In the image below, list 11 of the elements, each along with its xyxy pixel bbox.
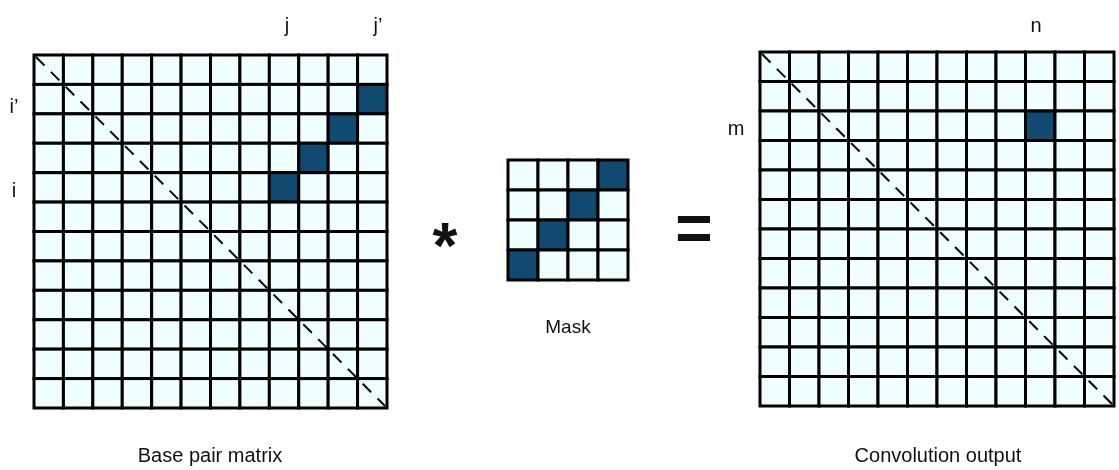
index-label: j’ [373,15,383,35]
index-label: m [727,118,745,138]
index-label: i [11,180,17,200]
caption: Convolution output [854,445,1022,465]
caption: Mask [545,316,591,336]
operator-symbol: * [432,214,458,278]
caption: Base pair matrix [137,445,283,465]
index-label: j [284,15,290,35]
index-label: n [1030,15,1042,35]
operator-symbol: = [675,196,713,260]
index-label: i’ [9,96,19,116]
